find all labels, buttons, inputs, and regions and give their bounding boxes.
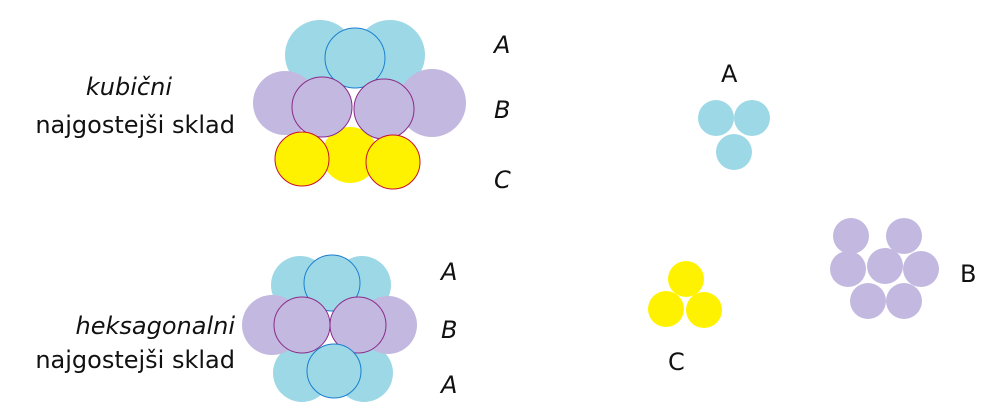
hcp-layer-label: A bbox=[439, 258, 457, 286]
group-a-sphere bbox=[716, 134, 752, 170]
ccp-layer-c-sphere bbox=[274, 131, 330, 187]
group-a-sphere bbox=[734, 100, 770, 136]
group-b-sphere bbox=[886, 218, 922, 254]
hcp-title: najgostejši sklad bbox=[35, 346, 235, 374]
group-b-sphere bbox=[903, 251, 939, 287]
ccp-layer-c-sphere bbox=[322, 127, 378, 183]
group-c bbox=[648, 261, 722, 328]
ccp-layer-label: A bbox=[492, 31, 510, 59]
group-b-sphere bbox=[850, 283, 886, 319]
hcp-title-italic: heksagonalni bbox=[76, 312, 236, 340]
group-a bbox=[698, 100, 770, 170]
ccp-layer-b-sphere bbox=[291, 76, 353, 138]
hcp-layer-b-sphere bbox=[329, 296, 387, 354]
group-b-sphere bbox=[867, 248, 903, 284]
ccp-layer-b-sphere bbox=[398, 69, 466, 137]
hcp-layer-b-sphere bbox=[273, 296, 331, 354]
ccp-layer-label: B bbox=[494, 96, 510, 124]
group-a-sphere bbox=[698, 100, 734, 136]
ccp-layer-b-sphere bbox=[353, 78, 415, 140]
ccp-title: najgostejši sklad bbox=[35, 111, 235, 139]
group-a-label: A bbox=[721, 60, 738, 88]
hcp-layer-label: B bbox=[441, 316, 457, 344]
ccp-layer-c-sphere bbox=[365, 134, 421, 190]
ccp-title-italic: kubični bbox=[86, 73, 172, 101]
ccp-layer-a-sphere bbox=[324, 27, 386, 89]
ccp-layer-label: C bbox=[494, 166, 511, 194]
group-b-sphere bbox=[886, 283, 922, 319]
hcp-layer-a-sphere bbox=[303, 254, 361, 312]
group-b-sphere bbox=[830, 251, 866, 287]
group-b-label: B bbox=[960, 260, 976, 288]
hcp-layer-a-sphere bbox=[306, 343, 362, 399]
group-b bbox=[830, 218, 939, 319]
hcp-layer-label: A bbox=[439, 371, 457, 399]
group-b-sphere bbox=[833, 218, 869, 254]
ccp-stack bbox=[253, 20, 466, 190]
group-c-sphere bbox=[648, 291, 684, 327]
group-c-sphere bbox=[686, 292, 722, 328]
group-c-sphere bbox=[668, 261, 704, 297]
hcp-stack bbox=[242, 254, 417, 402]
group-c-label: C bbox=[668, 348, 685, 376]
